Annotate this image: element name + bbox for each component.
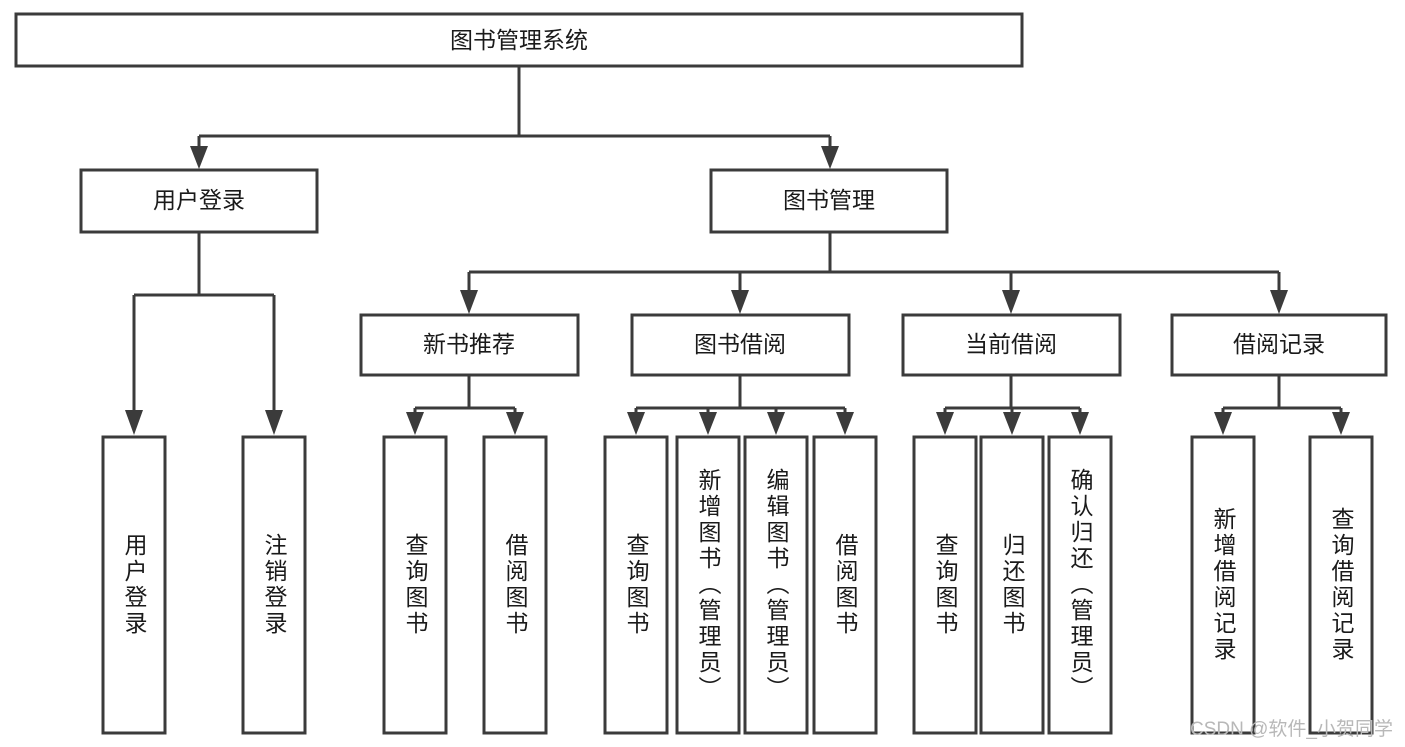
node-new-book-recommend[interactable]: 新书推荐 bbox=[359, 313, 580, 377]
leaf-return-book[interactable]: 归还图书 bbox=[979, 435, 1045, 735]
node-new-book-recommend-box[interactable] bbox=[359, 313, 580, 377]
arrowhead-current-borrow bbox=[1002, 290, 1020, 314]
leaf-add-book-label: 新增图书（管理员） bbox=[695, 468, 722, 702]
leaf-add-book[interactable]: 新增图书（管理员） bbox=[675, 435, 741, 735]
leaf-add-record-label: 新增借阅记录 bbox=[1210, 507, 1237, 663]
leaf-borrow-book-2[interactable]: 借阅图书 bbox=[812, 435, 878, 735]
leaf-borrow-book-2-box[interactable] bbox=[812, 435, 878, 735]
leaf-query-record-box[interactable] bbox=[1308, 435, 1374, 735]
leaf-query-book-1[interactable]: 查询图书 bbox=[382, 435, 448, 735]
node-book-borrow-box[interactable] bbox=[630, 313, 851, 377]
connector-book-borrow-to-leaves bbox=[627, 375, 854, 435]
leaf-user-login-label: 用户登录 bbox=[121, 533, 148, 637]
node-root-box[interactable] bbox=[14, 12, 1024, 68]
node-user-login-box[interactable] bbox=[79, 168, 319, 234]
node-book-management[interactable]: 图书管理 bbox=[709, 168, 949, 234]
leaf-edit-book[interactable]: 编辑图书（管理员） bbox=[743, 435, 809, 735]
leaf-query-book-2-box[interactable] bbox=[603, 435, 669, 735]
node-book-management-box[interactable] bbox=[709, 168, 949, 234]
connector-new-book-recommend-to-leaves bbox=[406, 375, 524, 435]
node-borrow-record-label: 借阅记录 bbox=[1233, 331, 1325, 357]
arrowhead-leaf-query-record bbox=[1332, 412, 1350, 435]
leaf-borrow-book-2-label: 借阅图书 bbox=[832, 533, 859, 637]
leaf-query-book-3-label: 查询图书 bbox=[932, 533, 959, 637]
leaf-query-record-label: 查询借阅记录 bbox=[1328, 507, 1355, 663]
arrowhead-leaf-query-book-3 bbox=[936, 412, 954, 435]
leaf-edit-book-box[interactable] bbox=[743, 435, 809, 735]
node-root[interactable]: 图书管理系统 bbox=[14, 12, 1024, 68]
leaf-edit-book-label: 编辑图书（管理员） bbox=[763, 468, 790, 702]
leaf-query-book-1-box[interactable] bbox=[382, 435, 448, 735]
node-current-borrow-label: 当前借阅 bbox=[965, 331, 1057, 357]
leaf-borrow-book-1-label: 借阅图书 bbox=[502, 533, 529, 637]
leaf-query-book-1-label: 查询图书 bbox=[402, 533, 429, 637]
leaf-query-book-2[interactable]: 查询图书 bbox=[603, 435, 669, 735]
arrowhead-leaf-user-login bbox=[125, 410, 143, 435]
arrowhead-leaf-borrow-book-1 bbox=[506, 412, 524, 435]
arrowhead-book-borrow bbox=[731, 290, 749, 314]
leaf-borrow-book-1-box[interactable] bbox=[482, 435, 548, 735]
leaf-borrow-book-1[interactable]: 借阅图书 bbox=[482, 435, 548, 735]
arrowhead-leaf-query-book-1 bbox=[406, 412, 424, 435]
leaf-user-logout-label: 注销登录 bbox=[261, 533, 288, 637]
arrowhead-leaf-add-book bbox=[699, 412, 717, 435]
arrowhead-leaf-borrow-book-2 bbox=[836, 412, 854, 435]
leaf-user-logout-box[interactable] bbox=[241, 435, 307, 735]
connector-book-management-to-level2 bbox=[460, 232, 1288, 314]
leaf-query-book-2-label: 查询图书 bbox=[623, 533, 650, 637]
leaf-user-login[interactable]: 用户登录 bbox=[101, 435, 167, 735]
node-root-label: 图书管理系统 bbox=[450, 27, 588, 53]
arrowhead-leaf-return-book bbox=[1003, 412, 1021, 435]
arrowhead-book-management bbox=[821, 146, 839, 169]
leaf-confirm-return[interactable]: 确认归还（管理员） bbox=[1047, 435, 1113, 735]
leaf-add-record[interactable]: 新增借阅记录 bbox=[1190, 435, 1256, 735]
leaf-confirm-return-label: 确认归还（管理员） bbox=[1067, 468, 1094, 702]
arrowhead-user-login bbox=[190, 146, 208, 169]
leaf-add-book-box[interactable] bbox=[675, 435, 741, 735]
arrowhead-leaf-add-record bbox=[1214, 412, 1232, 435]
node-current-borrow-box[interactable] bbox=[901, 313, 1122, 377]
arrowhead-leaf-edit-book bbox=[767, 412, 785, 435]
node-borrow-record-box[interactable] bbox=[1170, 313, 1388, 377]
leaf-confirm-return-box[interactable] bbox=[1047, 435, 1113, 735]
arrowhead-leaf-query-book-2 bbox=[627, 412, 645, 435]
node-borrow-record[interactable]: 借阅记录 bbox=[1170, 313, 1388, 377]
connector-current-borrow-to-leaves bbox=[936, 375, 1089, 435]
node-book-borrow-label: 图书借阅 bbox=[694, 331, 786, 357]
node-new-book-recommend-label: 新书推荐 bbox=[423, 331, 515, 357]
leaf-user-logout[interactable]: 注销登录 bbox=[241, 435, 307, 735]
connector-user-login-to-leaves bbox=[125, 232, 283, 435]
arrowhead-new-book-recommend bbox=[460, 290, 478, 314]
node-current-borrow[interactable]: 当前借阅 bbox=[901, 313, 1122, 377]
arrowhead-leaf-confirm-return bbox=[1071, 412, 1089, 435]
node-book-management-label: 图书管理 bbox=[783, 187, 875, 213]
leaf-return-book-label: 归还图书 bbox=[999, 533, 1026, 637]
node-user-login[interactable]: 用户登录 bbox=[79, 168, 319, 234]
leaf-user-login-box[interactable] bbox=[101, 435, 167, 735]
arrowhead-borrow-record bbox=[1270, 290, 1288, 314]
connector-root-to-level1 bbox=[190, 66, 839, 169]
leaf-add-record-box[interactable] bbox=[1190, 435, 1256, 735]
leaf-query-book-3-box[interactable] bbox=[912, 435, 978, 735]
leaf-query-book-3[interactable]: 查询图书 bbox=[912, 435, 978, 735]
arrowhead-leaf-user-logout bbox=[265, 410, 283, 435]
leaf-query-record[interactable]: 查询借阅记录 bbox=[1308, 435, 1374, 735]
leaf-return-book-box[interactable] bbox=[979, 435, 1045, 735]
node-book-borrow[interactable]: 图书借阅 bbox=[630, 313, 851, 377]
node-user-login-label: 用户登录 bbox=[153, 187, 245, 213]
connector-borrow-record-to-leaves bbox=[1214, 375, 1350, 435]
